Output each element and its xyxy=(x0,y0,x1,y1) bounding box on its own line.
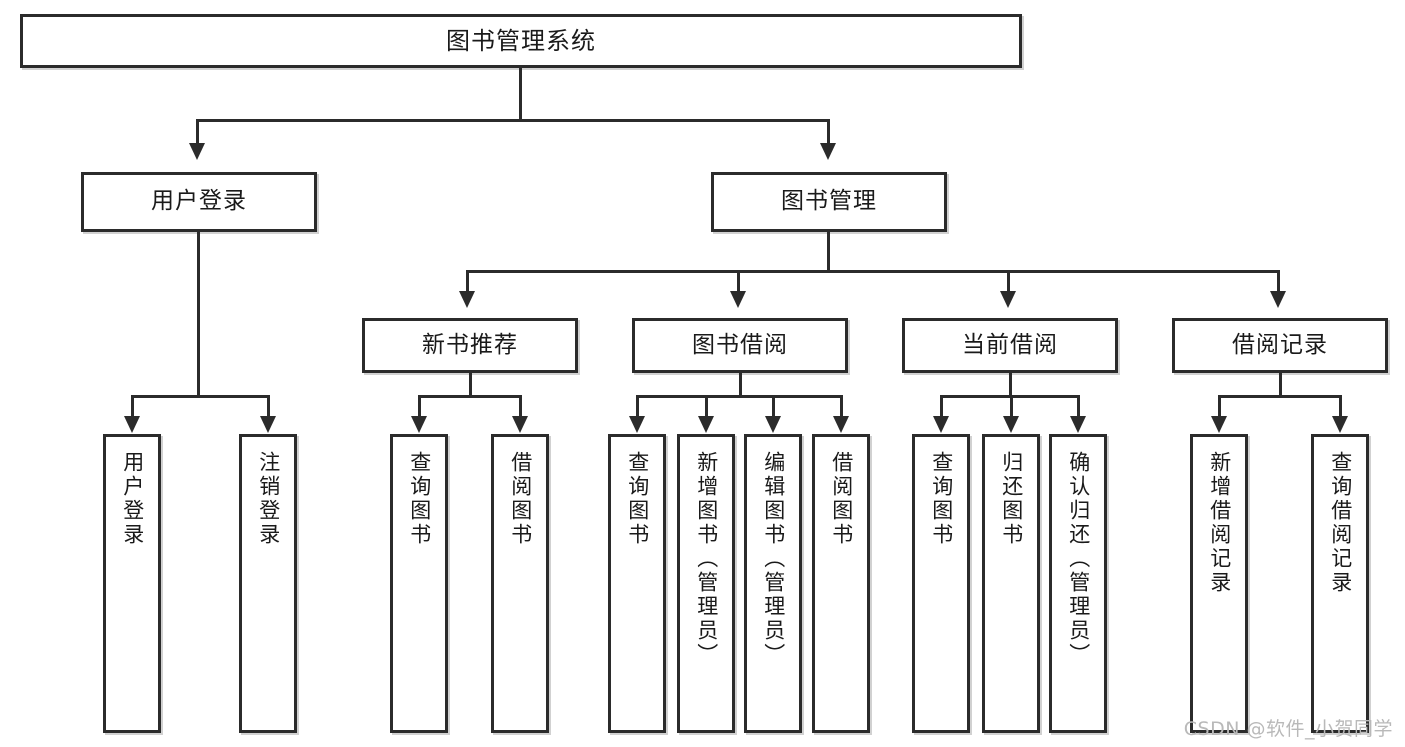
node-leaf-borrow-book-2-label: 借阅图书 xyxy=(829,451,854,547)
node-book-borrow[interactable]: 图书借阅 xyxy=(632,318,848,373)
edge-root-down xyxy=(519,68,522,119)
arrowhead-leaf-query-book-1 xyxy=(411,416,427,433)
node-borrow-record[interactable]: 借阅记录 xyxy=(1172,318,1388,373)
node-leaf-add-book[interactable]: 新增图书（管理员） xyxy=(677,434,735,733)
edge-borrow-record-bus xyxy=(1218,395,1342,398)
edge-user-login-down xyxy=(197,232,200,395)
node-current-borrow[interactable]: 当前借阅 xyxy=(902,318,1118,373)
node-leaf-borrow-book-2[interactable]: 借阅图书 xyxy=(812,434,870,733)
node-leaf-borrow-book-1-label: 借阅图书 xyxy=(508,451,533,547)
node-new-book-recommend[interactable]: 新书推荐 xyxy=(362,318,578,373)
node-user-login-label: 用户登录 xyxy=(151,188,247,215)
arrowhead-leaf-return-book xyxy=(1003,416,1019,433)
node-leaf-query-book-2-label: 查询图书 xyxy=(625,451,650,547)
edge-book-borrow-down xyxy=(739,373,742,395)
node-leaf-edit-book-label: 编辑图书（管理员） xyxy=(761,451,786,667)
edge-nbr-child1 xyxy=(418,395,421,418)
edge-nbr-child2 xyxy=(519,395,522,418)
edge-br-child1 xyxy=(1218,395,1221,418)
edge-cb-child2 xyxy=(1010,395,1013,418)
edge-user-login-bus xyxy=(131,395,267,398)
arrowhead-new-book-recommend xyxy=(459,291,475,308)
arrowhead-leaf-user-login xyxy=(124,416,140,433)
node-root[interactable]: 图书管理系统 xyxy=(20,14,1022,68)
edge-new-book-recommend-bus xyxy=(418,395,522,398)
node-leaf-user-login-label: 用户登录 xyxy=(120,451,145,547)
edge-root-bus xyxy=(196,119,830,122)
node-leaf-return-book[interactable]: 归还图书 xyxy=(982,434,1040,733)
edge-cb-child3 xyxy=(1077,395,1080,418)
node-leaf-query-book-3-label: 查询图书 xyxy=(929,451,954,547)
arrowhead-leaf-borrow-book-2 xyxy=(833,416,849,433)
node-leaf-add-record[interactable]: 新增借阅记录 xyxy=(1190,434,1248,733)
edge-to-current-borrow xyxy=(1007,270,1010,293)
node-leaf-edit-book[interactable]: 编辑图书（管理员） xyxy=(744,434,802,733)
edge-br-child2 xyxy=(1339,395,1342,418)
node-new-book-recommend-label: 新书推荐 xyxy=(422,331,518,358)
node-leaf-query-book-1[interactable]: 查询图书 xyxy=(390,434,448,733)
edge-to-borrow-record xyxy=(1277,270,1280,293)
node-leaf-query-record-label: 查询借阅记录 xyxy=(1328,451,1353,595)
edge-bb-child2 xyxy=(705,395,708,418)
node-leaf-user-login[interactable]: 用户登录 xyxy=(103,434,161,733)
node-leaf-confirm-return-label: 确认归还（管理员） xyxy=(1066,451,1091,667)
arrowhead-book-management xyxy=(820,143,836,160)
edge-bb-child3 xyxy=(772,395,775,418)
arrowhead-user-login xyxy=(189,143,205,160)
arrowhead-leaf-add-record xyxy=(1211,416,1227,433)
edge-to-book-management xyxy=(827,119,830,144)
arrowhead-current-borrow xyxy=(1000,291,1016,308)
edge-to-book-borrow xyxy=(737,270,740,293)
arrowhead-book-borrow xyxy=(730,291,746,308)
node-leaf-query-book-2[interactable]: 查询图书 xyxy=(608,434,666,733)
node-book-management[interactable]: 图书管理 xyxy=(711,172,947,232)
arrowhead-leaf-logout xyxy=(260,416,276,433)
node-leaf-logout[interactable]: 注销登录 xyxy=(239,434,297,733)
node-borrow-record-label: 借阅记录 xyxy=(1232,331,1328,358)
edge-bb-child4 xyxy=(840,395,843,418)
node-book-management-label: 图书管理 xyxy=(781,188,877,215)
edge-book-management-bus xyxy=(466,270,1280,273)
node-book-borrow-label: 图书借阅 xyxy=(692,331,788,358)
arrowhead-leaf-query-book-2 xyxy=(629,416,645,433)
edge-borrow-record-down xyxy=(1279,373,1282,395)
edge-user-login-child1 xyxy=(131,395,134,418)
node-leaf-query-book-1-label: 查询图书 xyxy=(407,451,432,547)
arrowhead-leaf-confirm-return xyxy=(1070,416,1086,433)
edge-current-borrow-down xyxy=(1009,373,1012,395)
edge-book-borrow-bus xyxy=(636,395,843,398)
node-current-borrow-label: 当前借阅 xyxy=(962,331,1058,358)
node-root-label: 图书管理系统 xyxy=(446,26,596,55)
edge-cb-child1 xyxy=(940,395,943,418)
node-leaf-query-record[interactable]: 查询借阅记录 xyxy=(1311,434,1369,733)
node-leaf-add-book-label: 新增图书（管理员） xyxy=(694,451,719,667)
arrowhead-leaf-edit-book xyxy=(765,416,781,433)
node-leaf-return-book-label: 归还图书 xyxy=(999,451,1024,547)
edge-to-user-login xyxy=(196,119,199,144)
watermark: CSDN @软件_小贺同学 xyxy=(1183,718,1393,740)
arrowhead-borrow-record xyxy=(1270,291,1286,308)
edge-new-book-recommend-down xyxy=(469,373,472,395)
arrowhead-leaf-query-record xyxy=(1332,416,1348,433)
edge-book-management-down xyxy=(827,232,830,270)
edge-bb-child1 xyxy=(636,395,639,418)
arrowhead-leaf-borrow-book-1 xyxy=(512,416,528,433)
edge-user-login-child2 xyxy=(267,395,270,418)
node-leaf-confirm-return[interactable]: 确认归还（管理员） xyxy=(1049,434,1107,733)
node-leaf-add-record-label: 新增借阅记录 xyxy=(1207,451,1232,595)
node-leaf-query-book-3[interactable]: 查询图书 xyxy=(912,434,970,733)
arrowhead-leaf-query-book-3 xyxy=(933,416,949,433)
node-leaf-logout-label: 注销登录 xyxy=(256,451,281,547)
node-user-login[interactable]: 用户登录 xyxy=(81,172,317,232)
arrowhead-leaf-add-book xyxy=(698,416,714,433)
node-leaf-borrow-book-1[interactable]: 借阅图书 xyxy=(491,434,549,733)
edge-to-new-book-recommend xyxy=(466,270,469,293)
